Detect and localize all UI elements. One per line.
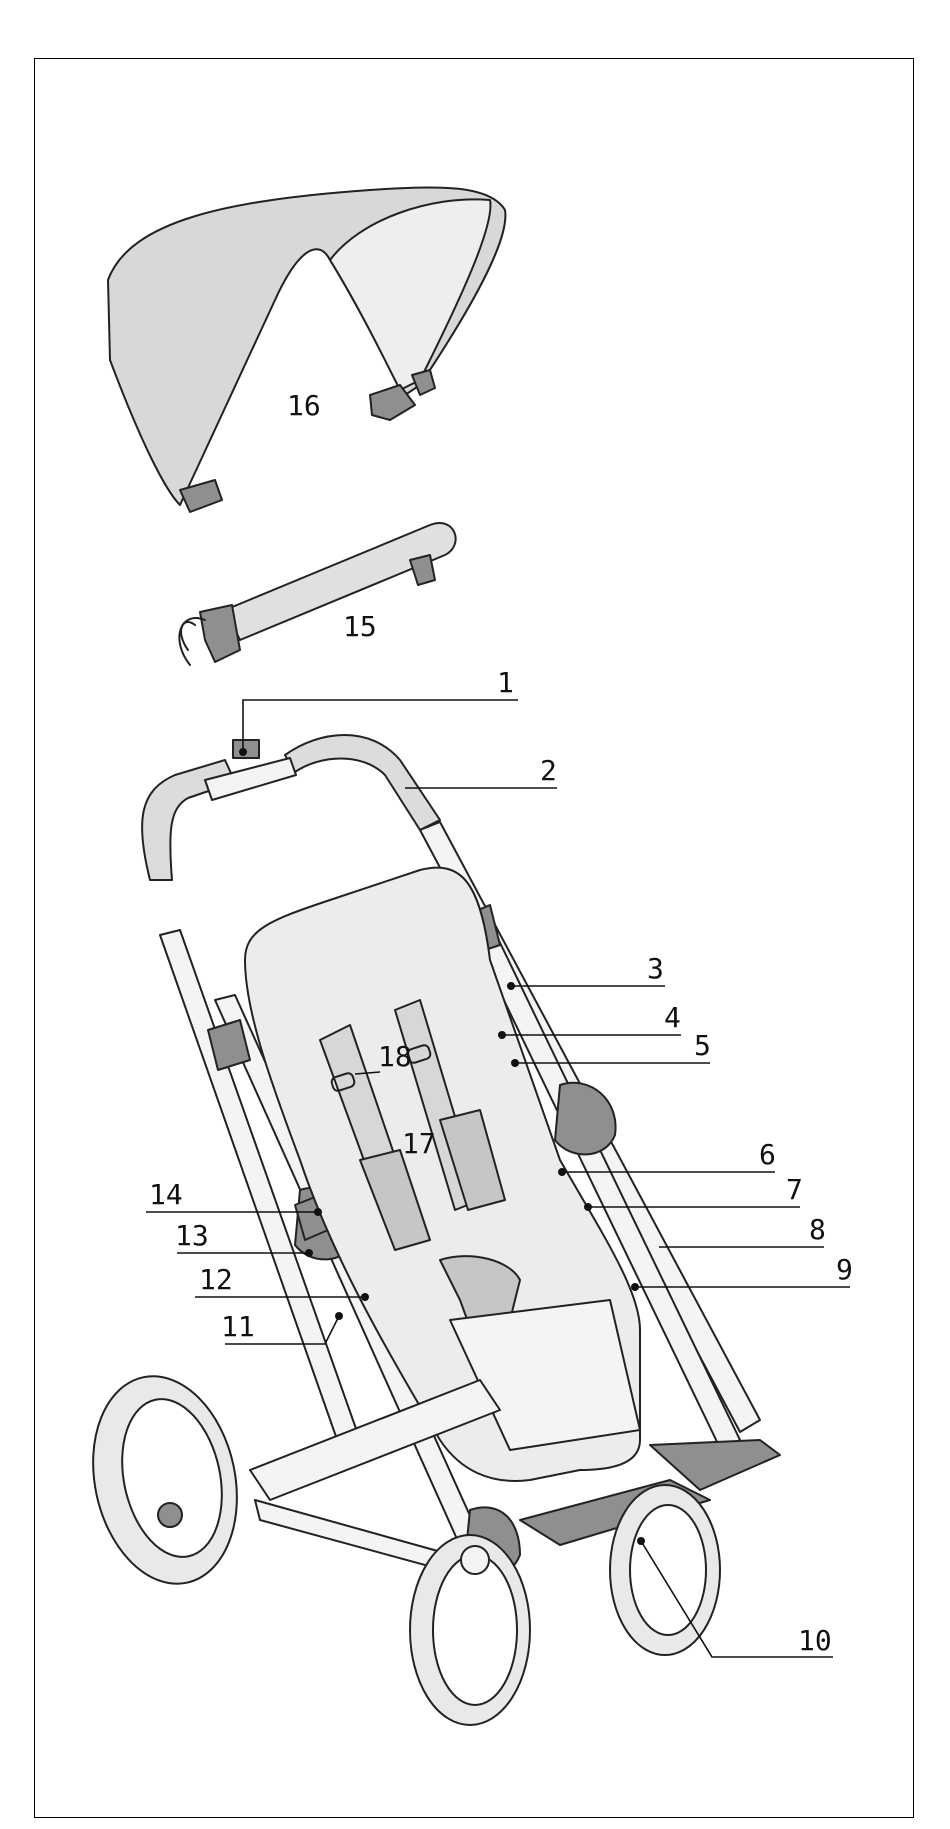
- callout-8: 8: [809, 1213, 826, 1246]
- callout-1: 1: [497, 666, 514, 699]
- callout-12: 12: [199, 1263, 233, 1296]
- callout-15: 15: [343, 610, 377, 643]
- callout-10: 10: [798, 1624, 832, 1657]
- callout-5: 5: [694, 1029, 711, 1062]
- callout-13: 13: [175, 1219, 209, 1252]
- callout-2: 2: [540, 754, 557, 787]
- callout-6: 6: [759, 1138, 776, 1171]
- callout-4: 4: [664, 1001, 681, 1034]
- callout-3: 3: [647, 952, 664, 985]
- callout-11: 11: [221, 1310, 255, 1343]
- callout-9: 9: [836, 1253, 853, 1286]
- callout-14: 14: [149, 1178, 183, 1211]
- callout-7: 7: [786, 1173, 803, 1206]
- bumper-bar-part: [179, 523, 455, 665]
- seat-part: [245, 868, 640, 1481]
- callout-17: 17: [402, 1127, 436, 1160]
- canopy-part: [108, 187, 505, 512]
- callout-16: 16: [287, 389, 321, 422]
- callout-18: 18: [378, 1040, 412, 1073]
